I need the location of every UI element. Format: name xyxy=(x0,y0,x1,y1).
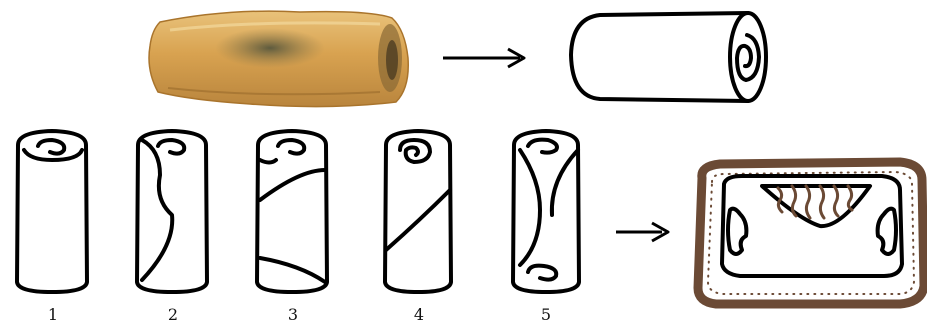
roll-step-5 xyxy=(513,131,579,292)
roll-step-2 xyxy=(137,131,207,292)
arrow-bottom xyxy=(616,223,668,241)
drawn-roll-horizontal xyxy=(571,13,766,101)
arrow-top xyxy=(443,49,524,67)
roll-step-3 xyxy=(257,131,327,292)
label-step-4: 4 xyxy=(404,305,434,324)
label-step-2: 2 xyxy=(158,305,188,324)
label-step-1: 1 xyxy=(38,305,68,324)
spring-roll-photo xyxy=(149,11,408,106)
roll-step-4 xyxy=(385,131,451,292)
roll-step-1 xyxy=(17,131,87,292)
label-step-3: 3 xyxy=(278,305,308,324)
decorated-roll-motif xyxy=(698,162,924,304)
label-step-5: 5 xyxy=(531,305,561,324)
